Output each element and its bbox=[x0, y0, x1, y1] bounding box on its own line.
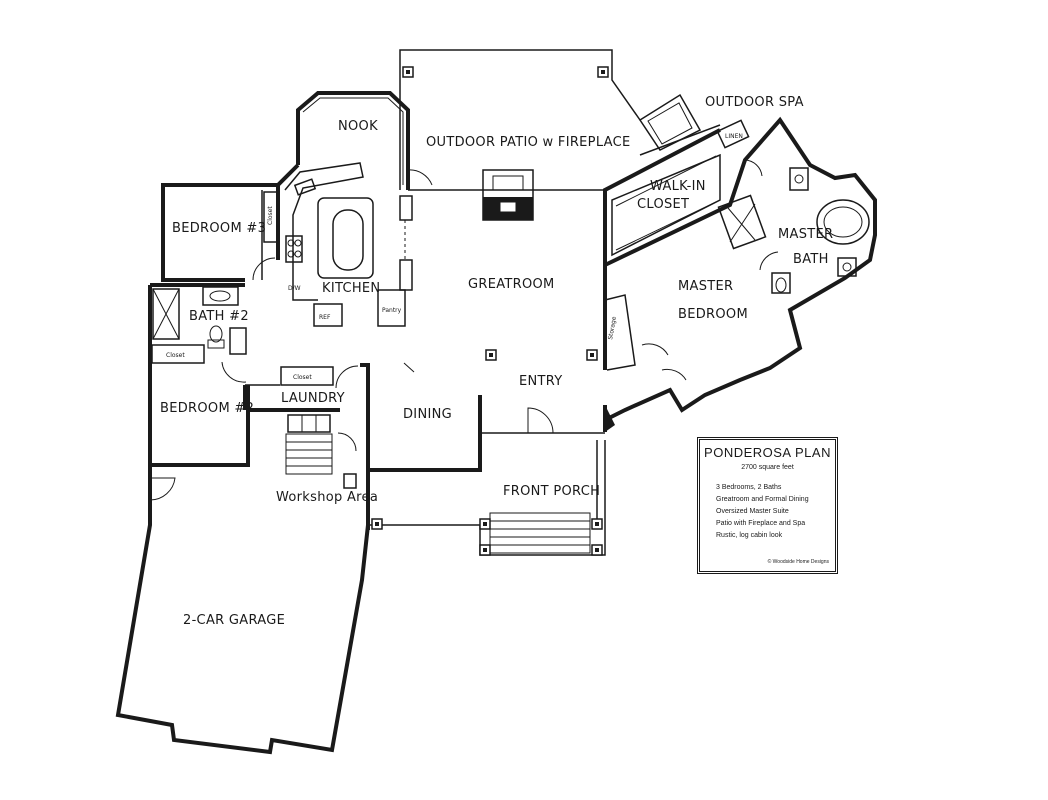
feature-item: Greatroom and Formal Dining bbox=[716, 496, 809, 503]
label-outdoor-patio: OUTDOOR PATIO w FIREPLACE bbox=[426, 135, 631, 150]
laundry-walls bbox=[248, 366, 357, 489]
label-outdoor-spa: OUTDOOR SPA bbox=[705, 95, 804, 110]
label-nook: NOOK bbox=[338, 119, 378, 134]
label-pantry: Pantry bbox=[382, 307, 402, 314]
bedroom-2-walls bbox=[148, 365, 280, 467]
label-ref: REF bbox=[319, 314, 331, 321]
bedroom-3-door bbox=[252, 257, 276, 281]
master-shower bbox=[717, 194, 767, 250]
feature-item: Patio with Fireplace and Spa bbox=[716, 520, 806, 527]
feature-item: Oversized Master Suite bbox=[716, 508, 789, 515]
label-bedroom-3: BEDROOM #3 bbox=[172, 221, 266, 236]
label-walk-in: WALK-IN bbox=[650, 179, 706, 194]
master-suite-walls bbox=[603, 116, 877, 422]
nook-door bbox=[407, 169, 433, 186]
plan-title: PONDEROSA PLAN bbox=[704, 445, 831, 460]
label-closet-laundry: Closet bbox=[293, 374, 312, 381]
label-linen: LINEN bbox=[725, 133, 743, 140]
storage-closet bbox=[604, 294, 636, 371]
label-master-bedroom-2: BEDROOM bbox=[678, 307, 748, 322]
linen-closet bbox=[716, 119, 750, 149]
master-doors bbox=[641, 159, 779, 381]
feature-item: 3 Bedrooms, 2 Baths bbox=[716, 484, 782, 491]
label-closet: CLOSET bbox=[637, 197, 689, 212]
greatroom-windows bbox=[399, 195, 413, 291]
label-master-bath-2: BATH bbox=[793, 252, 829, 267]
label-workshop: Workshop Area bbox=[276, 490, 378, 505]
greatroom-posts bbox=[403, 349, 598, 373]
stove bbox=[285, 235, 303, 263]
garage-walls bbox=[115, 465, 370, 755]
label-master-bedroom-1: MASTER bbox=[678, 279, 733, 294]
refrigerator bbox=[313, 303, 343, 327]
label-garage: 2-CAR GARAGE bbox=[183, 613, 285, 628]
label-bedroom-2: BEDROOM #2 bbox=[160, 401, 254, 416]
laundry-door bbox=[335, 365, 359, 452]
feature-item: Rustic, log cabin look bbox=[716, 532, 783, 539]
label-closet-bath: Closet bbox=[166, 352, 185, 359]
label-closet-bedroom-3: Closet bbox=[267, 206, 274, 225]
plan-features: 3 Bedrooms, 2 Baths Greatroom and Formal… bbox=[716, 482, 809, 542]
label-greatroom: GREATROOM bbox=[468, 277, 555, 292]
front-porch bbox=[368, 440, 606, 556]
nook-windows bbox=[302, 97, 404, 185]
label-master-bath-1: MASTER bbox=[778, 227, 833, 242]
master-tub bbox=[816, 199, 870, 245]
kitchen-counter bbox=[284, 162, 364, 301]
spa-tub bbox=[638, 93, 702, 151]
master-toilet bbox=[771, 272, 791, 294]
garage-door bbox=[149, 477, 176, 501]
bedroom-3-walls bbox=[161, 183, 279, 282]
label-kitchen: KITCHEN bbox=[322, 281, 380, 296]
label-bath-2: BATH #2 bbox=[189, 309, 249, 324]
outdoor-patio bbox=[399, 49, 641, 190]
label-front-porch: FRONT PORCH bbox=[503, 484, 600, 499]
label-laundry: LAUNDRY bbox=[281, 391, 345, 406]
master-closet-shelves bbox=[615, 155, 717, 251]
porch-posts bbox=[371, 518, 603, 556]
plan-credit: © Woodside Home Designs bbox=[767, 559, 829, 565]
patio-posts bbox=[402, 66, 609, 78]
plan-info-box: PONDEROSA PLAN 2700 square feet 3 Bedroo… bbox=[697, 437, 838, 574]
entry-door bbox=[527, 405, 615, 434]
kitchen-island bbox=[317, 197, 374, 279]
label-storage: Storage bbox=[607, 316, 618, 341]
pantry-cabinet bbox=[377, 289, 406, 327]
porch-steps bbox=[489, 512, 591, 554]
label-dw: D/W bbox=[288, 285, 301, 292]
bath-2-walls bbox=[148, 283, 247, 365]
label-dining: DINING bbox=[403, 407, 452, 422]
master-sinks bbox=[789, 167, 857, 277]
bath-2-door bbox=[221, 361, 247, 383]
patio-fireplace bbox=[482, 169, 534, 221]
label-entry: ENTRY bbox=[519, 374, 563, 389]
plan-square-feet: 2700 square feet bbox=[741, 464, 794, 471]
